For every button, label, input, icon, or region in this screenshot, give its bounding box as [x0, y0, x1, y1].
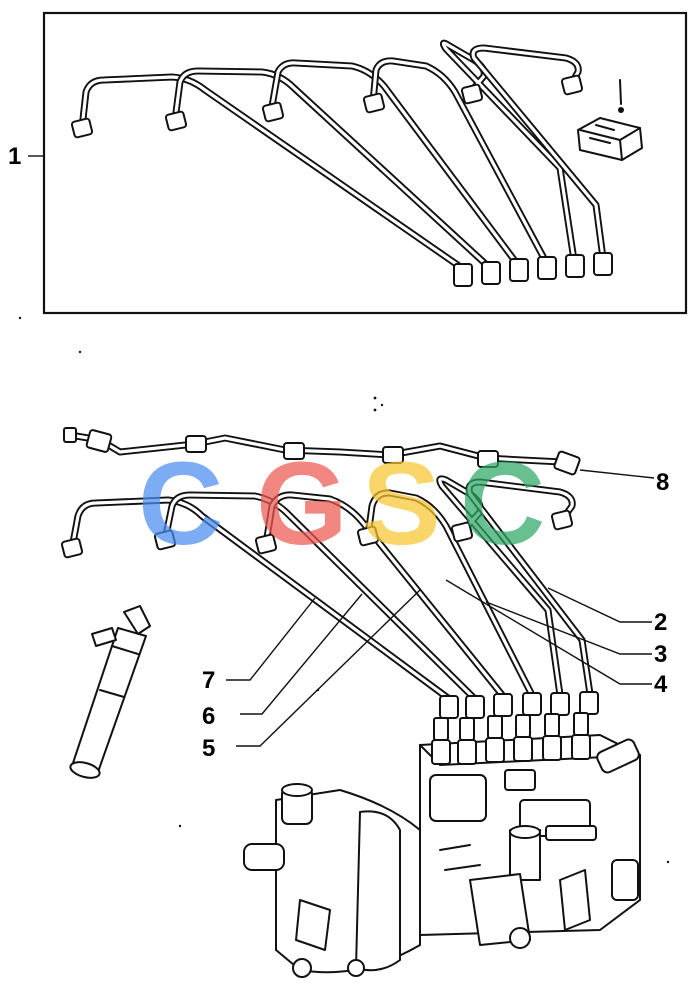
callout-label-7: 7 — [202, 667, 215, 694]
kit-pipe-set — [78, 39, 607, 272]
callout-4: 4 — [445, 579, 668, 698]
cgsc-watermark: C G S C — [138, 438, 545, 570]
scan-specks — [18, 316, 670, 864]
callout-6: 6 — [202, 593, 363, 730]
leak-off-return-line — [63, 427, 581, 476]
watermark-letter-c1: C — [138, 438, 223, 570]
callout-1: 1 — [8, 143, 44, 170]
callout-label-2: 2 — [654, 609, 667, 636]
watermark-letter-g: G — [256, 438, 348, 570]
callout-label-3: 3 — [654, 641, 667, 668]
injector-nozzle — [69, 605, 151, 779]
callout-label-6: 6 — [202, 703, 215, 730]
callout-label-4: 4 — [654, 671, 668, 698]
watermark-letter-s: S — [362, 438, 441, 570]
watermark-letter-c2: C — [460, 438, 545, 570]
kit-frame — [42, 11, 688, 315]
callout-label-8: 8 — [656, 469, 669, 496]
pipe-clamp-block — [577, 79, 643, 161]
callout-5: 5 — [202, 589, 421, 762]
callout-8: 8 — [579, 469, 669, 496]
callout-label-5: 5 — [202, 735, 215, 762]
pipe-kit-panel: 1 — [8, 11, 688, 315]
injection-pipe-set — [60, 475, 599, 719]
pump-delivery-valves — [431, 712, 591, 765]
kit-nozzle-nuts — [70, 74, 584, 139]
kit-pump-nuts — [453, 252, 613, 287]
injection-pump-body — [243, 712, 641, 978]
callout-2: 2 — [547, 587, 667, 636]
callout-3: 3 — [485, 601, 667, 668]
callout-label-1: 1 — [8, 143, 21, 170]
callout-7: 7 — [202, 597, 316, 694]
